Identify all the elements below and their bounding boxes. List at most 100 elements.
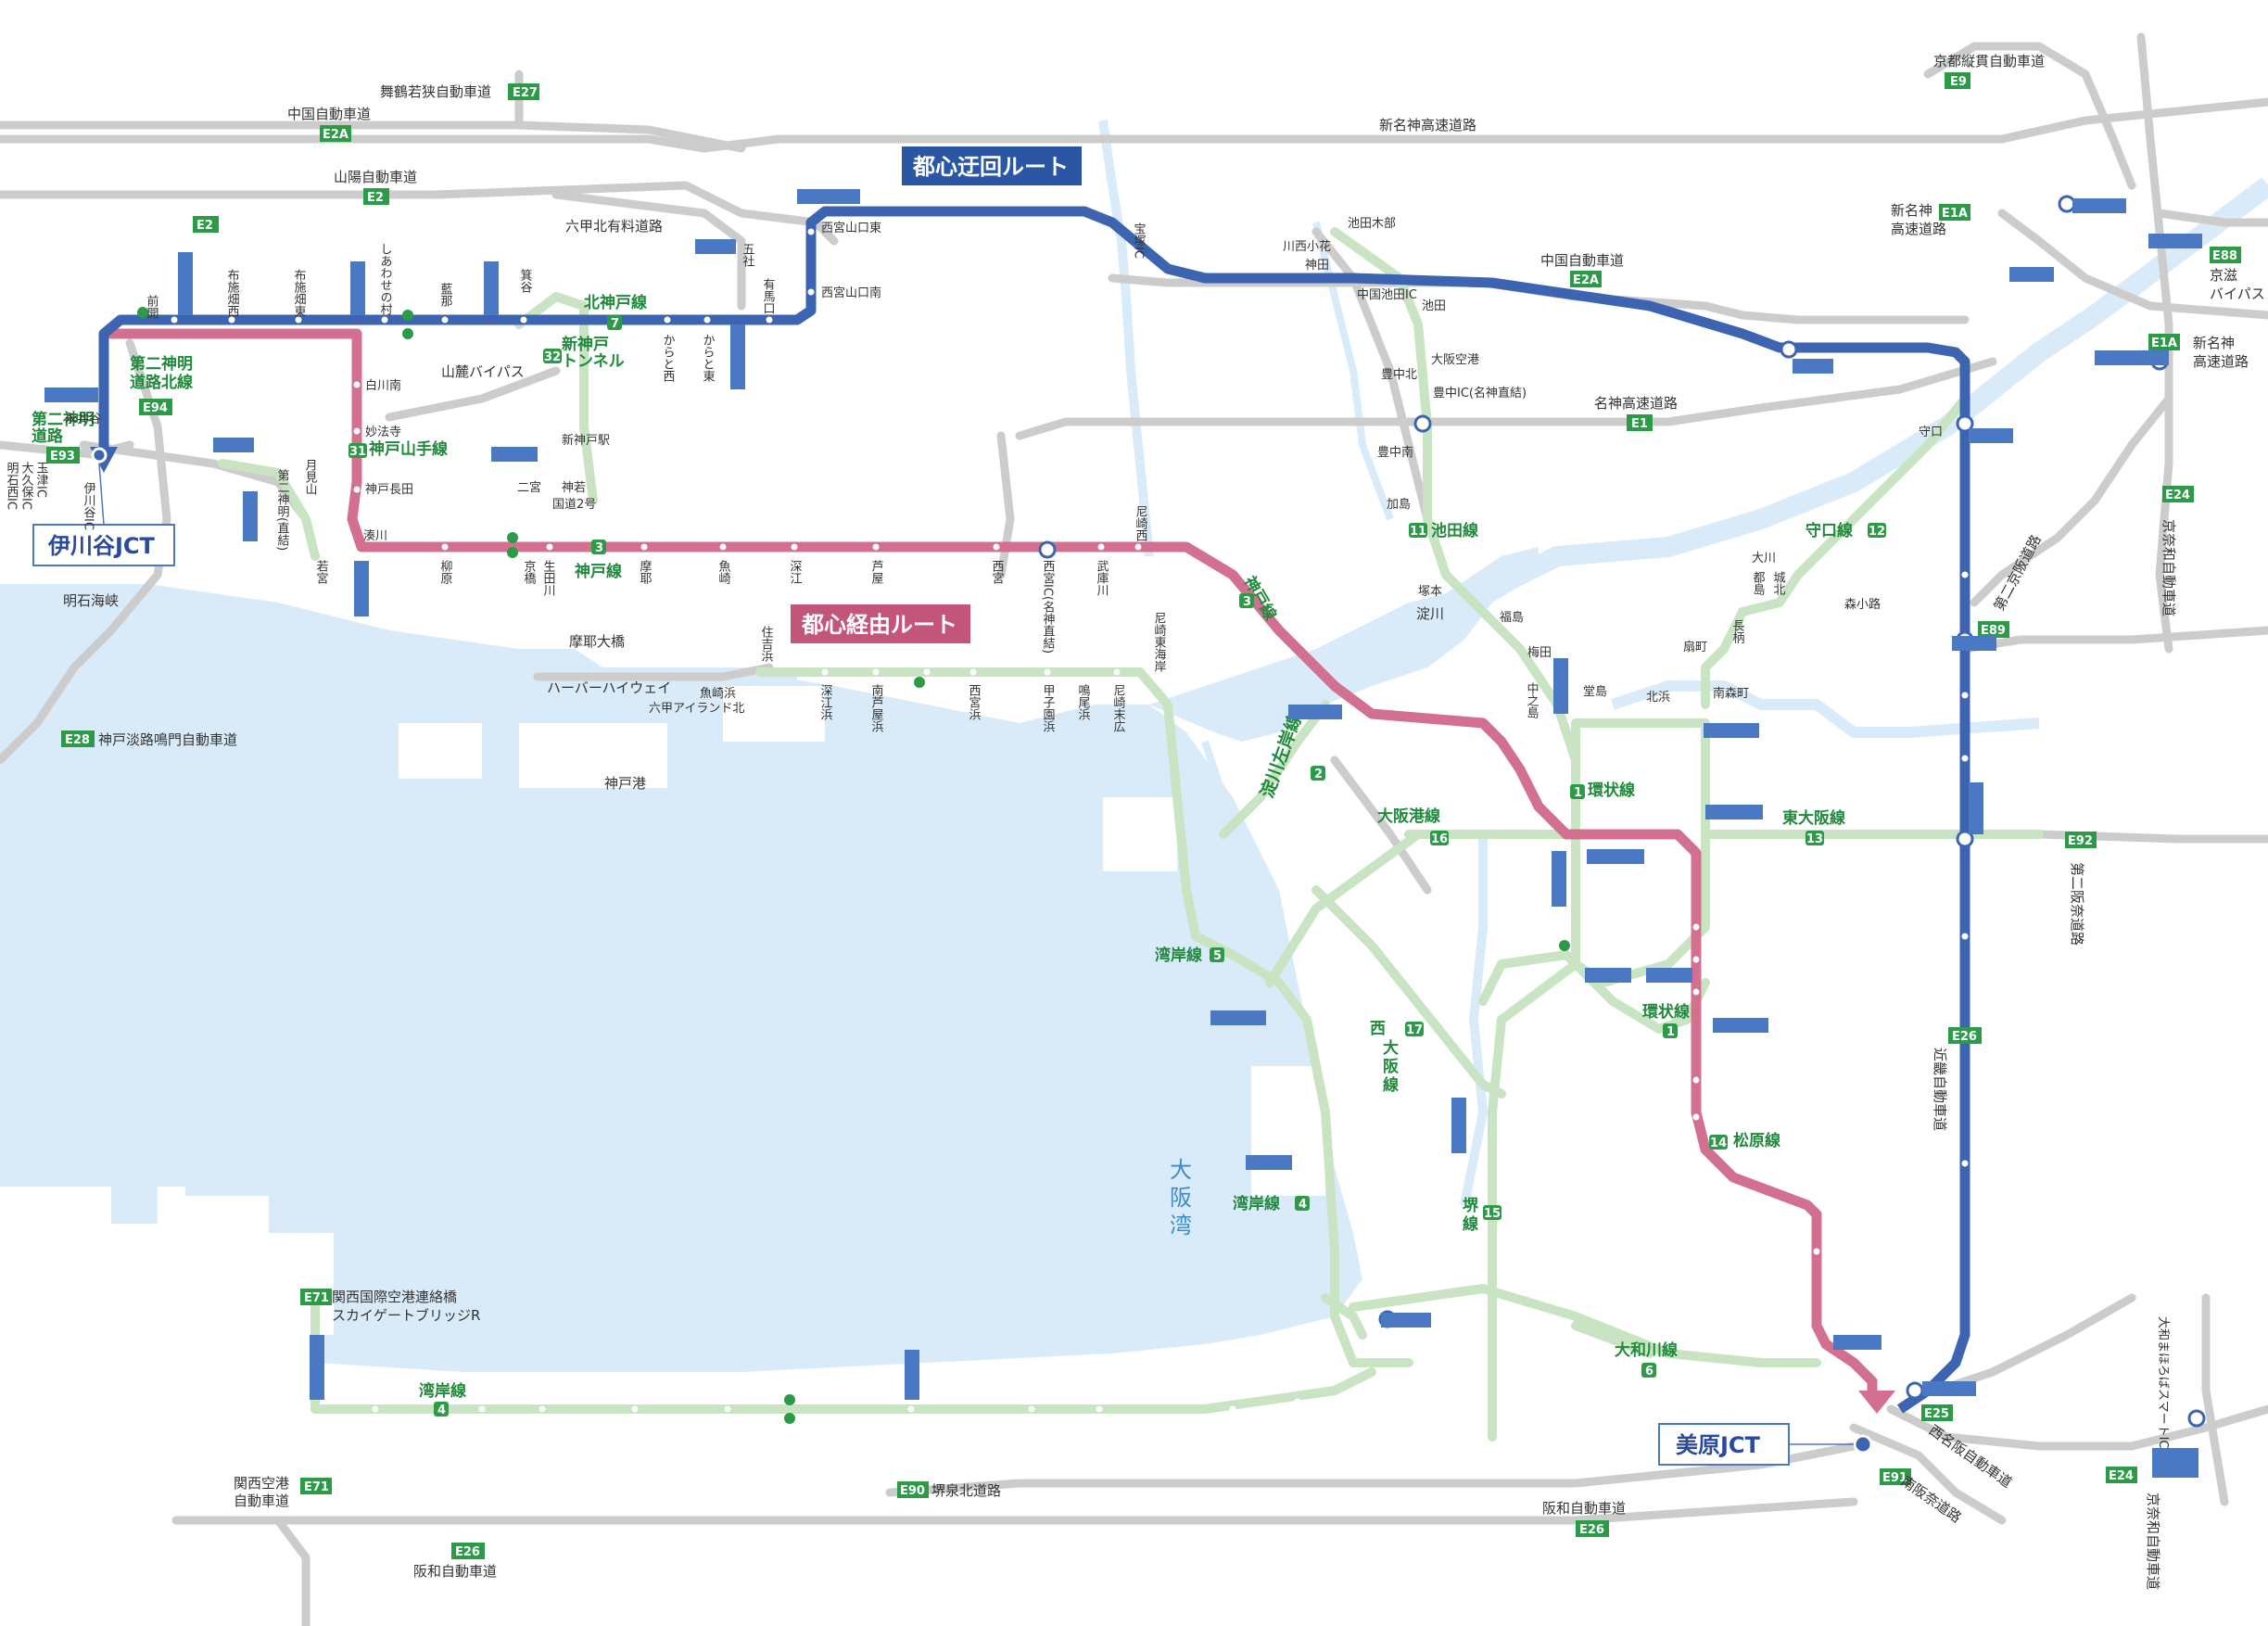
kinki-upper [1960, 626, 2268, 654]
sakai-line-2: 線 [1463, 1214, 1478, 1234]
misc-label: 二宮 [517, 480, 541, 495]
jct-badge-kadoma [1952, 636, 1996, 651]
harbor-hwy-label: ハーバーハイウェイ [547, 680, 671, 696]
e26-text: E26 [455, 1545, 480, 1559]
station-label: 箕谷 [518, 268, 533, 293]
line-num-16-text: 16 [1431, 832, 1448, 846]
maishima [1103, 797, 1177, 871]
e2-badge-v [193, 216, 219, 233]
yamato-smart-label: 大和まほろばスマートIC [2156, 1316, 2170, 1449]
e2a-mid-badge [1570, 271, 1602, 287]
jct-badge-yoshida [1969, 782, 1983, 834]
yodogawa-label: 淀川 [1416, 605, 1444, 622]
misc-label: 玉津IC [34, 462, 49, 498]
wangan4-label: 湾岸線 [1233, 1194, 1280, 1213]
e26b-badge [1576, 1520, 1609, 1537]
mihara-jct-dot [1853, 1434, 1873, 1455]
small-jct-badges [44, 189, 2202, 1478]
minami-hanna-label: 南阪奈道路 [1898, 1473, 1965, 1527]
kinki-label: 近畿自動車道 [1932, 1048, 1948, 1131]
tick [478, 1405, 486, 1413]
meishin-road [1015, 357, 1997, 440]
chugoku-road-top [0, 121, 746, 153]
yamatogawa-lower [1571, 1321, 1654, 1358]
tick [1028, 1405, 1035, 1413]
jct-badge-kozu [1646, 968, 1692, 983]
e1a-road [1997, 209, 2268, 320]
line-num-32 [543, 349, 562, 363]
toshin-keiyu-arrow [1858, 1391, 1895, 1414]
station-labels-kobe: 若宮 湊川 柳原 京橋 生田川 摩耶 魚崎 深江 芦屋 西宮 西宮IC(名神直結… [314, 505, 1148, 654]
tick [538, 1405, 546, 1413]
misc-label: 都島 [1751, 571, 1766, 595]
toshin-ukai-route-line [98, 206, 1970, 1414]
tick [1044, 668, 1051, 676]
e71b-text: E71 [304, 1480, 329, 1494]
e24b-text: E24 [2109, 1469, 2134, 1483]
daini-shinmei-label-1: 第二神明 [130, 354, 193, 374]
misc-label: 加島 [1387, 498, 1411, 512]
tick [1692, 988, 1700, 996]
station-label: 若宮 [314, 559, 329, 584]
line-num-4a-text: 4 [1299, 1198, 1307, 1212]
osaka-bay [0, 584, 1362, 1372]
station-label: 西宮IC(名神直結) [1041, 560, 1056, 654]
maekai-pa-dot [137, 307, 148, 318]
tick [872, 668, 880, 676]
jct-badge-moriguchi [1969, 428, 2013, 443]
tick [1961, 933, 1969, 940]
tick [1692, 956, 1700, 963]
kyoto-jukan [1923, 42, 2136, 190]
e26b-text: E26 [1579, 1523, 1604, 1537]
tick [441, 316, 449, 324]
ic-tri-7 [2058, 195, 2076, 213]
line-num-2 [1311, 766, 1325, 781]
nishi-osaka-4: 線 [1383, 1075, 1399, 1095]
misc-label: 神戸長田 [365, 483, 413, 497]
kanjo2-label: 環状線 [1642, 1002, 1690, 1022]
jct-badge-minatogawa [354, 561, 369, 616]
daini-shinmei-label-2: 道路北線 [130, 373, 193, 392]
e71-text: E71 [304, 1291, 329, 1305]
misc-label: 中国池田IC [1357, 288, 1417, 302]
higashi-osaka-label: 東大阪線 [1782, 808, 1845, 828]
ukai-route-banner [902, 146, 1082, 185]
tick [171, 316, 178, 324]
line-num-31-text: 31 [349, 445, 366, 459]
kyobashi-pa-dot [507, 532, 518, 543]
line-num-3a-text: 3 [595, 541, 603, 555]
line-num-5 [1210, 947, 1224, 962]
station-label: 生田川 [541, 560, 556, 596]
station-label: 布施畑西 [225, 269, 240, 317]
e71b-badge [300, 1478, 332, 1494]
e2-v-text: E2 [196, 219, 213, 233]
yodogawa-sagan-green [1219, 700, 1330, 839]
hanwa-mid-label: 阪和自動車道 [1542, 1500, 1626, 1517]
port-island [519, 723, 667, 788]
station-labels-top: 前開 布施畑西 布施畑東 しあわせの村 藍那 箕谷 からと西 からと東 有馬口 … [145, 243, 776, 382]
e25-text: E25 [1924, 1407, 1949, 1421]
tick [1294, 1398, 1301, 1405]
e93-text: E93 [50, 450, 75, 464]
wangan4-green [310, 1367, 1376, 1414]
ikeda-gray [1311, 227, 1432, 524]
e9-text: E9 [1950, 75, 1967, 89]
misc-label: 西宮山口東 [821, 221, 881, 235]
misc-label: 南森町 [1713, 686, 1749, 701]
e1a-text: E1A [1942, 207, 1968, 221]
jct-badge-matsubara [1922, 1381, 1976, 1396]
shin-meishin-label: 新名神高速道路 [1379, 117, 1476, 133]
shin-kobe-tunnel-2: トンネル [562, 352, 625, 371]
expressway-badges: E27 E2A E2 E2 E94 E93 E28 E71 E71 E26 E2… [46, 72, 2241, 1559]
misc-label: 池田 [1422, 299, 1446, 313]
e71-badge [300, 1289, 332, 1305]
ikawadani-jct-dot [91, 447, 108, 464]
e93-badge [46, 447, 80, 464]
e94-text: E94 [143, 401, 168, 415]
station-label: 深江 [788, 560, 803, 584]
water-labels: 大 阪 湾 明石海峡 神戸港 淀川 大川 [63, 552, 1776, 1239]
misc-label: 扇町 [1683, 640, 1707, 654]
line-num-12 [1868, 523, 1886, 538]
nishi-osaka-1: 西 [1370, 1020, 1386, 1038]
ic-tri-3 [1780, 340, 1798, 359]
